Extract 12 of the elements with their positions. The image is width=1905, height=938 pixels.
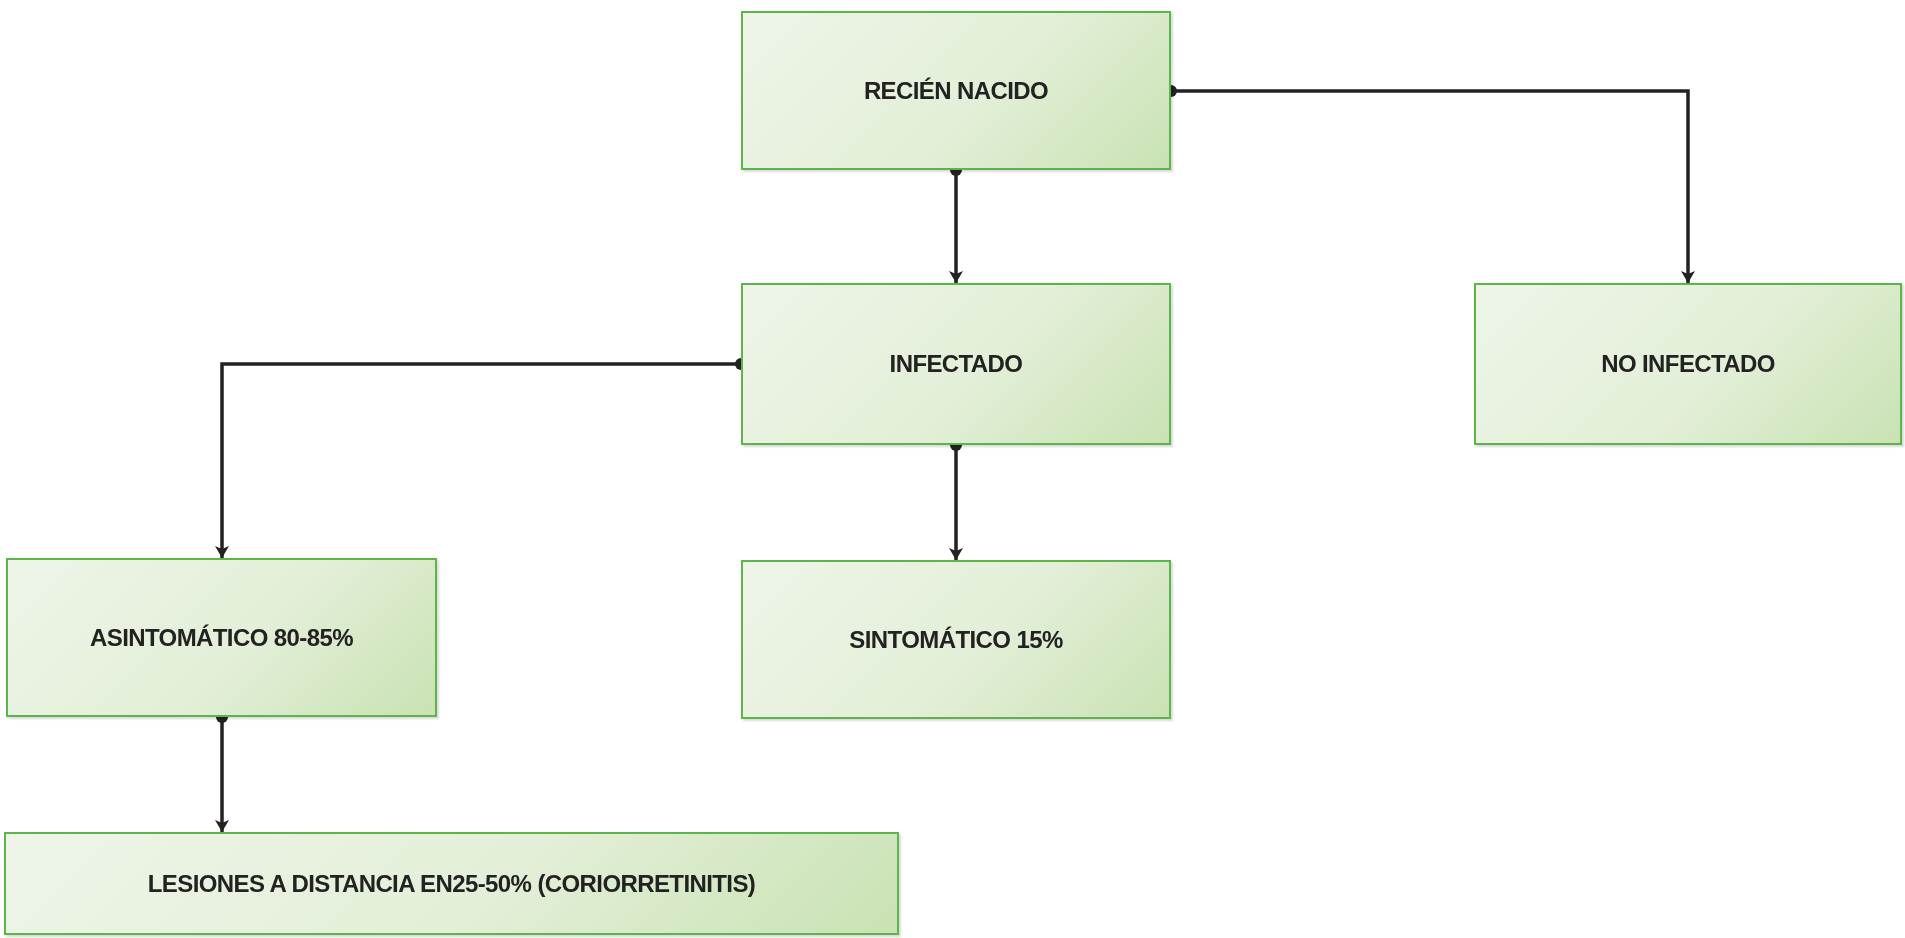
- process-box: [4, 832, 899, 935]
- box-label: RECIÉN NACIDO: [862, 76, 1050, 105]
- process-box: [741, 283, 1171, 445]
- box-label: NO INFECTADO: [1600, 350, 1776, 378]
- box-label: INFECTADO: [888, 350, 1024, 378]
- box-label: ASINTOMÁTICO 80-85%: [89, 623, 354, 652]
- box-label: SINTOMÁTICO 15%: [848, 625, 1064, 654]
- process-box: [1474, 283, 1902, 445]
- process-box: [6, 558, 437, 717]
- process-box: [741, 560, 1171, 719]
- process-box: [741, 11, 1171, 170]
- box-label: LESIONES A DISTANCIA EN25-50% (CORIORRETINITIS): [146, 869, 757, 898]
